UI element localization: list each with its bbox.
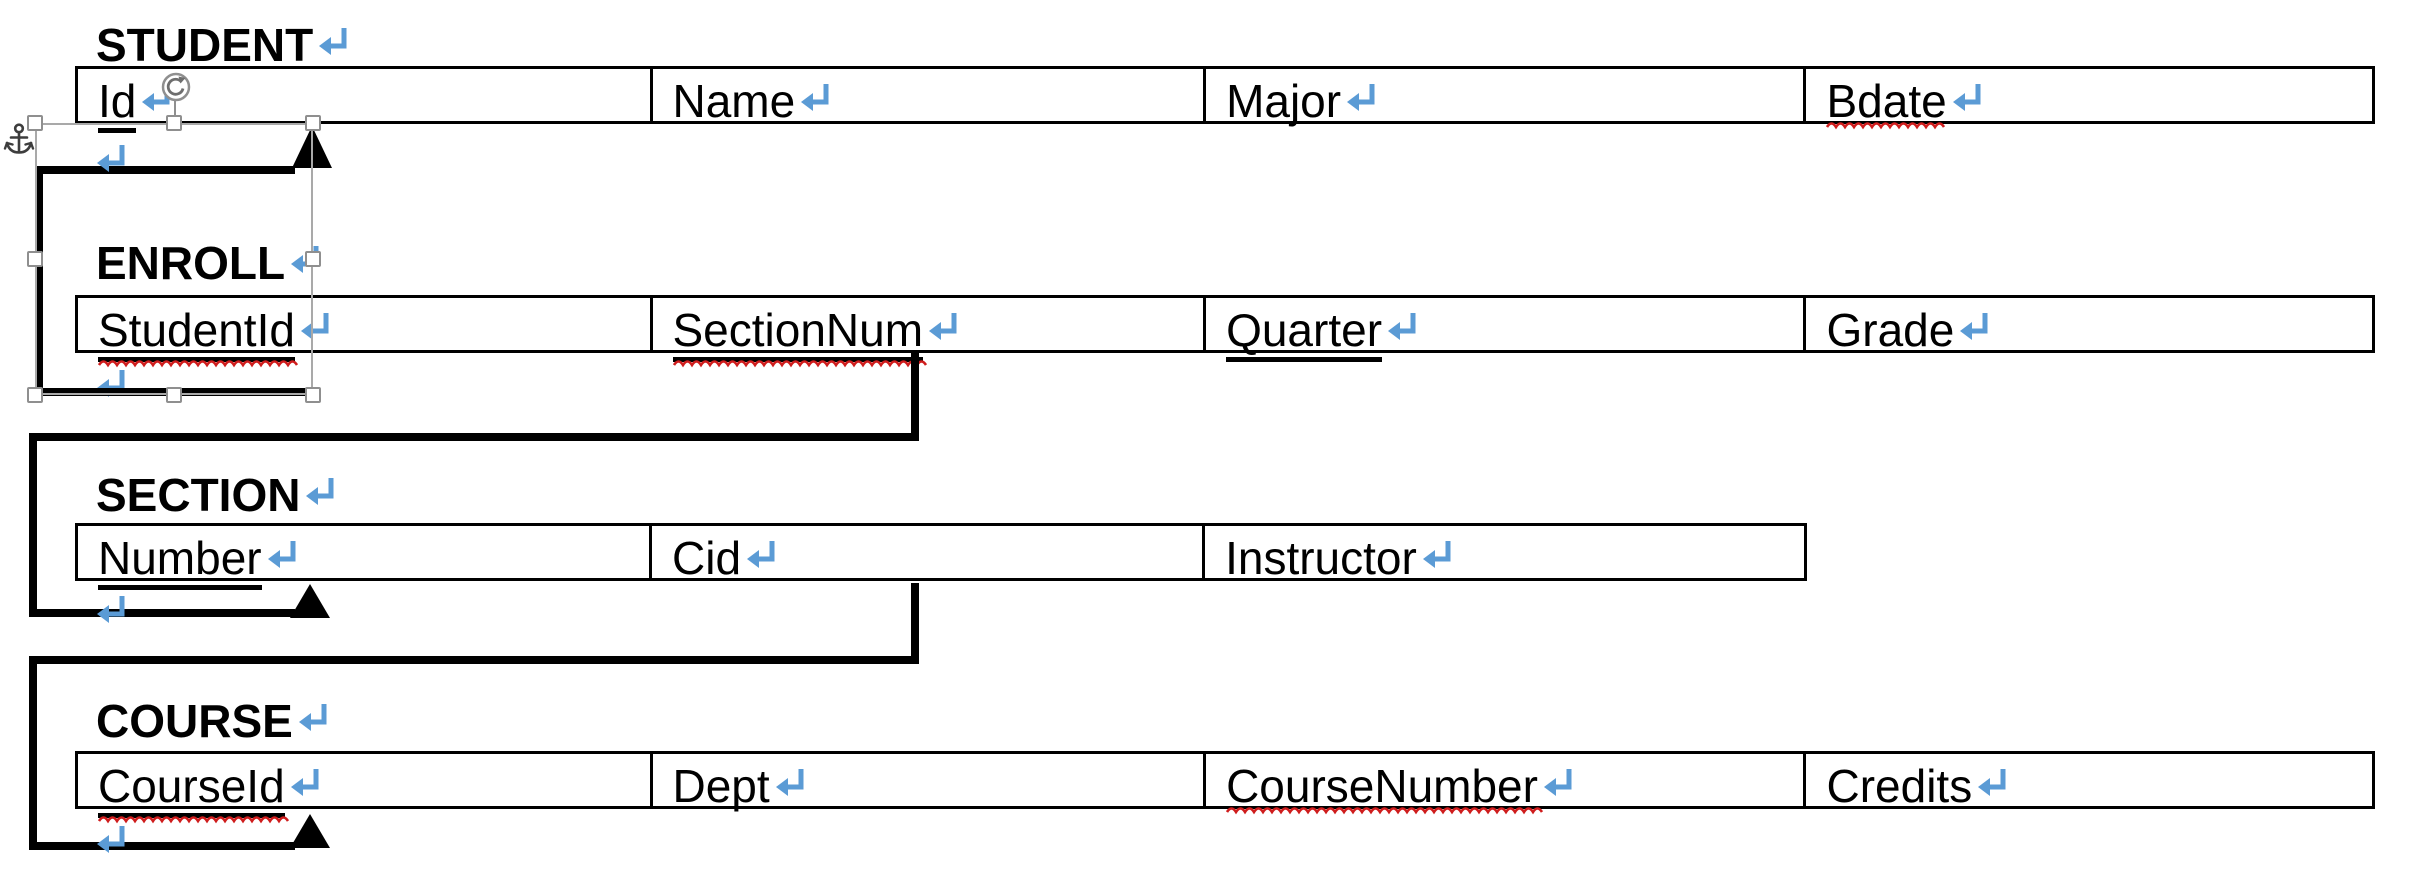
entity-title-text: SECTION <box>96 469 301 521</box>
table-section: Number Cid Instructor <box>75 523 1807 590</box>
cell-section-cid[interactable]: Cid <box>649 526 1202 581</box>
cell-section-number[interactable]: Number <box>78 526 649 590</box>
line-break-return-icon <box>1952 84 1981 111</box>
anchor-icon[interactable] <box>3 122 35 160</box>
resize-handle-bottom-right[interactable] <box>305 387 321 403</box>
cell-course-credits[interactable]: Credits <box>1803 754 2372 809</box>
resize-handle-mid-right[interactable] <box>305 251 321 267</box>
line-break-return-icon <box>97 596 125 623</box>
line-break-return-icon <box>267 541 296 568</box>
resize-handle-top-right[interactable] <box>305 115 321 131</box>
line-break-return-icon <box>1422 541 1451 568</box>
table-enroll: StudentId SectionNum Quarter Grade <box>75 295 2375 368</box>
spellcheck-squiggle <box>672 360 927 368</box>
cell-course-courseid[interactable]: CourseId <box>78 754 650 824</box>
spellcheck-squiggle <box>98 816 290 824</box>
line-break-return-icon <box>319 28 347 55</box>
cell-enroll-studentid[interactable]: StudentId <box>78 298 650 368</box>
line-break-return-icon <box>1960 313 1988 340</box>
line-break-return-icon <box>801 84 829 111</box>
entity-title-text: COURSE <box>96 695 293 747</box>
entity-title-student[interactable]: STUDENT <box>96 18 351 72</box>
line-break-return-icon <box>775 769 804 796</box>
line-break-return-icon <box>929 313 957 340</box>
line-break-return-icon <box>298 704 327 731</box>
cell-student-major[interactable]: Major <box>1203 69 1803 124</box>
cell-enroll-quarter[interactable]: Quarter <box>1203 298 1803 362</box>
spellcheck-squiggle <box>1826 122 1946 130</box>
rotate-handle-icon[interactable] <box>160 71 192 103</box>
resize-handle-bottom-mid[interactable] <box>166 387 182 403</box>
cell-section-instructor[interactable]: Instructor <box>1202 526 1804 581</box>
cell-enroll-sectionnum[interactable]: SectionNum <box>649 298 1204 368</box>
line-break-return-icon <box>1543 769 1572 796</box>
line-break-return-icon <box>300 313 329 340</box>
line-break-return-icon <box>306 478 334 505</box>
spellcheck-squiggle <box>98 360 299 368</box>
resize-handle-bottom-left[interactable] <box>27 387 43 403</box>
cell-student-bdate[interactable]: Bdate <box>1803 69 2372 130</box>
resize-handle-mid-left[interactable] <box>27 251 43 267</box>
line-break-return-icon <box>1347 84 1375 111</box>
table-student: Id Name Major Bdate <box>75 66 2375 133</box>
resize-handle-top-mid[interactable] <box>166 115 182 131</box>
line-break-return-icon <box>747 541 775 568</box>
table-course: CourseId Dept CourseNumber Credits <box>75 751 2375 824</box>
shape-selection-outline[interactable] <box>35 123 313 395</box>
cell-course-coursenumber[interactable]: CourseNumber <box>1203 754 1803 815</box>
cell-student-name[interactable]: Name <box>649 69 1204 124</box>
rotate-handle-stem <box>174 100 176 124</box>
cell-student-id[interactable]: Id <box>78 69 650 133</box>
entity-title-text: ENROLL <box>96 237 286 289</box>
line-break-return-icon <box>1978 769 2006 796</box>
arrowhead-up <box>290 584 330 618</box>
arrowhead-up <box>290 814 330 848</box>
line-break-return-icon <box>290 769 319 796</box>
entity-title-course[interactable]: COURSE <box>96 694 331 748</box>
line-break-return-icon <box>97 826 125 853</box>
resize-handle-top-left[interactable] <box>27 115 43 131</box>
cell-course-dept[interactable]: Dept <box>649 754 1204 809</box>
line-break-return-icon <box>97 145 125 172</box>
line-break-return-icon <box>1388 313 1416 340</box>
spellcheck-squiggle <box>1226 807 1544 815</box>
entity-title-section[interactable]: SECTION <box>96 468 338 522</box>
cell-enroll-grade[interactable]: Grade <box>1803 298 2372 353</box>
entity-title-text: STUDENT <box>96 19 314 71</box>
